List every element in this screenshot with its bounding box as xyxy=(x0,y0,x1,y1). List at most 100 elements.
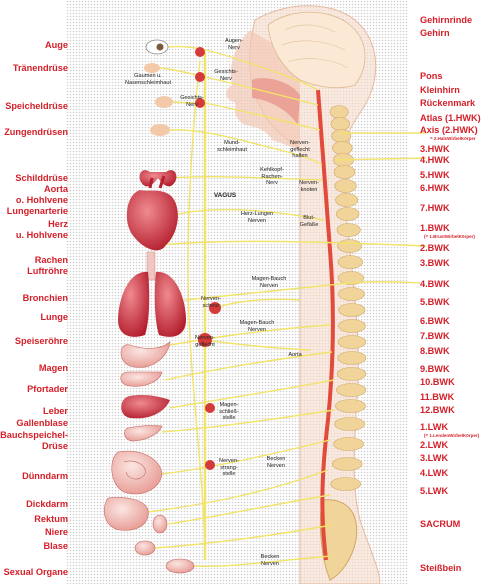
label-bwk1-note: (= 1.BrustWirbelKörper) xyxy=(424,234,475,239)
label-bronchien: Bronchien xyxy=(22,293,68,303)
label-u-hohlvene: u. Hohlvene xyxy=(15,230,68,240)
label-bauchspeichel: Bauchspeichel- xyxy=(0,430,68,440)
brain-shape xyxy=(267,11,366,89)
label-bwk12: 12.BWK xyxy=(420,405,455,415)
label-rachen: Rachen xyxy=(34,255,68,265)
liver-shape xyxy=(121,395,170,419)
nerve-line xyxy=(169,176,323,181)
label-rueckenmark: Rückenmark xyxy=(420,98,476,108)
nerve-line xyxy=(167,494,331,525)
organs xyxy=(104,39,195,574)
nerve-line xyxy=(171,101,321,131)
label-axis-note: = 2.HalsWirbelKörper xyxy=(430,136,476,141)
vertebra xyxy=(331,457,363,471)
label-atlas: Atlas (1.HWK) xyxy=(420,113,481,123)
label-hwk6: 6.HWK xyxy=(420,183,450,193)
tear-gland-shape xyxy=(144,63,160,73)
vertebra xyxy=(336,367,367,381)
inner-nervengeflecht: Nerven-geflecht xyxy=(195,335,215,348)
label-bwk8: 8.BWK xyxy=(420,346,450,356)
nerve-line xyxy=(159,240,427,247)
label-lwk5: 5.LWK xyxy=(420,486,449,496)
label-hwk7: 7.HWK xyxy=(420,203,450,213)
inner-aorta: Aorta xyxy=(288,352,302,358)
nerve-line xyxy=(161,409,335,433)
label-speiseroehre: Speiseröhre xyxy=(14,336,68,346)
label-axis: Axis (2.HWK) xyxy=(420,125,478,135)
vertebra xyxy=(338,303,366,317)
vertebra xyxy=(335,399,366,413)
label-sexual-organe: Sexual Organe xyxy=(3,567,68,577)
label-niere: Niere xyxy=(45,527,68,537)
label-traenendruese: Tränendrüse xyxy=(12,63,68,73)
label-gehirnrinde: Gehirnrinde xyxy=(420,15,473,25)
colon-shape xyxy=(104,497,149,531)
label-lwk1-note: (= 1.LendenWirbelKörper) xyxy=(424,433,480,438)
nerve-line xyxy=(169,324,331,346)
salivary-gland-shape xyxy=(155,96,173,108)
inner-nerven-strang: Nerven-strang-stelle xyxy=(219,458,239,477)
spinal-cord xyxy=(316,89,335,561)
nerve-line xyxy=(147,469,329,513)
label-lunge: Lunge xyxy=(40,312,68,322)
vertebra xyxy=(334,179,357,193)
nerve-line xyxy=(335,157,427,161)
label-bwk3: 3.BWK xyxy=(420,258,450,268)
label-rektum: Rektum xyxy=(34,514,68,524)
nerve-line xyxy=(154,524,333,549)
label-bwk7: 7.BWK xyxy=(420,331,450,341)
label-speicheldruese: Speicheldrüse xyxy=(5,101,68,111)
bladder-shape xyxy=(134,540,156,556)
heart-shape xyxy=(126,190,178,251)
label-magen: Magen xyxy=(38,363,68,373)
label-zungendruesen: Zungendrüsen xyxy=(4,127,68,137)
nerve-line xyxy=(161,439,331,475)
vertebra xyxy=(336,223,361,237)
nerve-line xyxy=(167,45,319,91)
vertebra xyxy=(338,319,366,333)
label-druese: Drüse xyxy=(41,441,68,451)
label-lwk1: 1.LWK xyxy=(420,422,449,432)
label-hwk5: 5.HWK xyxy=(420,170,450,180)
label-blase: Blase xyxy=(43,541,68,551)
inner-gesichts-nerv: Gesichts-Nerv xyxy=(180,95,204,108)
nerve-line xyxy=(187,59,206,561)
inner-augen-nerv: Augen-Nerv xyxy=(224,38,244,51)
inner-nerven-schnur: Nerven-schnur xyxy=(201,296,221,309)
right-lung-shape xyxy=(154,271,186,337)
label-lwk4: 4.LWK xyxy=(420,468,449,478)
vertebra xyxy=(330,477,361,491)
label-steissbein: Steißbein xyxy=(420,563,462,573)
kidney-shape xyxy=(152,514,168,534)
inner-kehlkopf: Kehlkopf-Rachen-Nerv xyxy=(260,167,284,186)
label-lwk3: 3.LWK xyxy=(420,453,449,463)
left-lung-shape xyxy=(118,271,150,337)
vertebra xyxy=(335,193,359,207)
label-aorta: Aorta xyxy=(44,184,68,194)
label-hwk4: 4.HWK xyxy=(420,155,450,165)
vertebra xyxy=(333,165,356,179)
inner-vagus: VAGUS xyxy=(213,192,237,199)
label-schilddruese: Schilddrüse xyxy=(15,173,68,183)
label-bwk5: 5.BWK xyxy=(420,297,450,307)
label-bwk6: 6.BWK xyxy=(420,316,450,326)
vertebra xyxy=(337,255,363,269)
vertebra xyxy=(331,129,352,143)
vertebra xyxy=(334,417,365,431)
label-hwk3: 3.HWK xyxy=(420,144,450,154)
vertebra xyxy=(336,383,367,397)
label-bwk1: 1.BWK xyxy=(420,223,450,233)
vertebra xyxy=(338,271,364,285)
sexual-organ-shape xyxy=(165,558,195,574)
nerve-line xyxy=(169,379,335,409)
label-o-hohlvene: o. Hohlvene xyxy=(15,195,68,205)
inner-nerven-knoten: Nerven-knoten xyxy=(299,180,319,193)
ganglia xyxy=(195,47,221,470)
inner-gaumen: Gaumen u.Nasenschleimhaut xyxy=(124,73,172,86)
